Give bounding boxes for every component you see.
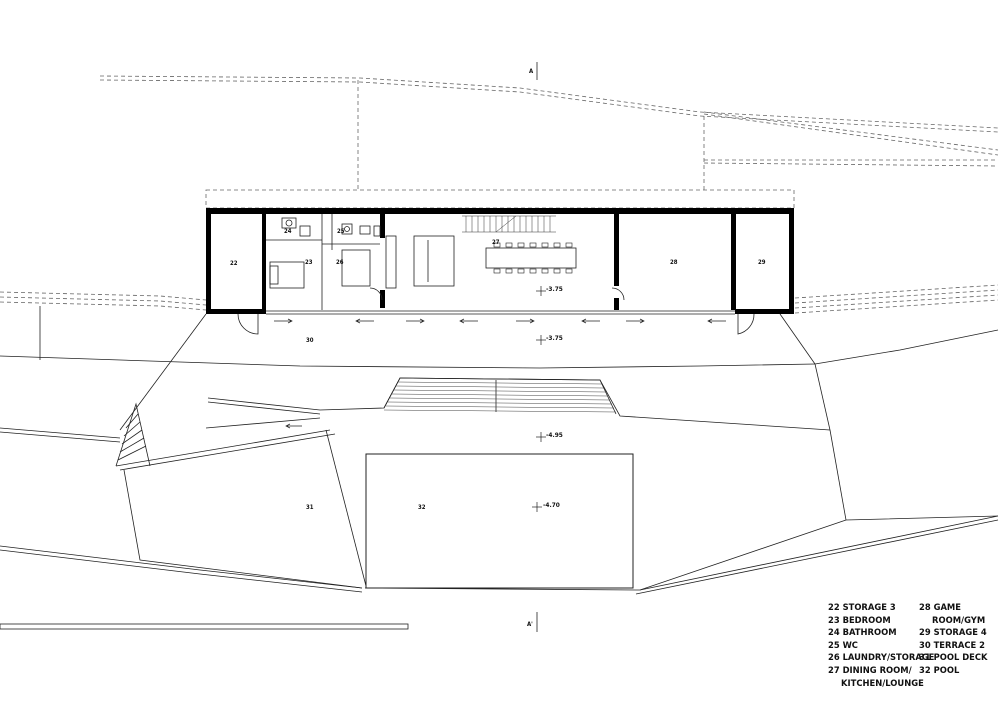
building-walls	[206, 208, 794, 314]
legend-item-26: 26 LAUNDRY/STORAGE	[828, 652, 935, 663]
legend-item-30: 30 TERRACE 2	[919, 639, 985, 650]
landscape-lines	[0, 306, 999, 630]
roof-outline	[205, 189, 795, 209]
legend-item-31: 31 POOL DECK	[919, 652, 988, 663]
interior-partitions	[237, 214, 755, 335]
room-label-30: 30	[306, 337, 314, 344]
legend-item-23: 23 BEDROOM	[828, 614, 891, 625]
legend-item-22: 22 STORAGE 3	[828, 602, 896, 612]
interior-stair	[462, 215, 556, 233]
level-interior: -3.75	[546, 285, 563, 293]
room-label-27: 27	[492, 239, 500, 246]
room-label-31: 31	[306, 504, 314, 511]
sliding-arrows	[274, 318, 726, 429]
main-stair-treads	[383, 381, 617, 413]
room-label-24: 24	[284, 228, 292, 235]
room-label-32: 32	[418, 504, 426, 511]
room-label-22: 22	[230, 260, 238, 267]
level-labels: -3.75 -3.75 -4.95 -4.70	[543, 285, 563, 509]
room-label-23: 23	[305, 259, 313, 266]
site-contours	[0, 75, 999, 314]
legend-item-28-cont: ROOM/GYM	[932, 614, 986, 625]
glazing	[266, 310, 735, 315]
legend-item-28: 28 GAME	[919, 602, 961, 612]
legend-column-2: 28 GAME ROOM/GYM 29 STORAGE 4 30 TERRACE…	[919, 601, 988, 677]
pool-outline	[365, 453, 634, 589]
room-label-26: 26	[336, 259, 344, 266]
section-mark-top: A	[529, 62, 538, 80]
room-labels: 22 23 24 25 26 27 28 29 30 31 32	[230, 228, 766, 511]
level-markers	[532, 286, 546, 512]
legend-item-27-cont: KITCHEN/LOUNGE	[841, 677, 924, 688]
level-terrace: -3.75	[546, 334, 563, 342]
room-label-28: 28	[670, 259, 678, 266]
section-mark-bottom: A'	[527, 612, 538, 632]
dining-chairs	[493, 242, 573, 274]
level-lower: -4.95	[546, 431, 563, 439]
svg-text:A': A'	[527, 621, 533, 628]
legend-item-24: 24 BATHROOM	[828, 627, 897, 638]
legend-item-27: 27 DINING ROOM/	[828, 664, 912, 675]
svg-text:A: A	[529, 68, 534, 75]
legend-item-32: 32 POOL	[919, 664, 960, 675]
room-label-29: 29	[758, 259, 766, 266]
legend-item-29: 29 STORAGE 4	[919, 627, 987, 638]
legend-column-1: 22 STORAGE 3 23 BEDROOM 24 BATHROOM 25 W…	[828, 601, 934, 689]
level-pool: -4.70	[543, 501, 560, 509]
legend-item-25: 25 WC	[828, 639, 858, 650]
room-label-25: 25	[337, 228, 345, 235]
